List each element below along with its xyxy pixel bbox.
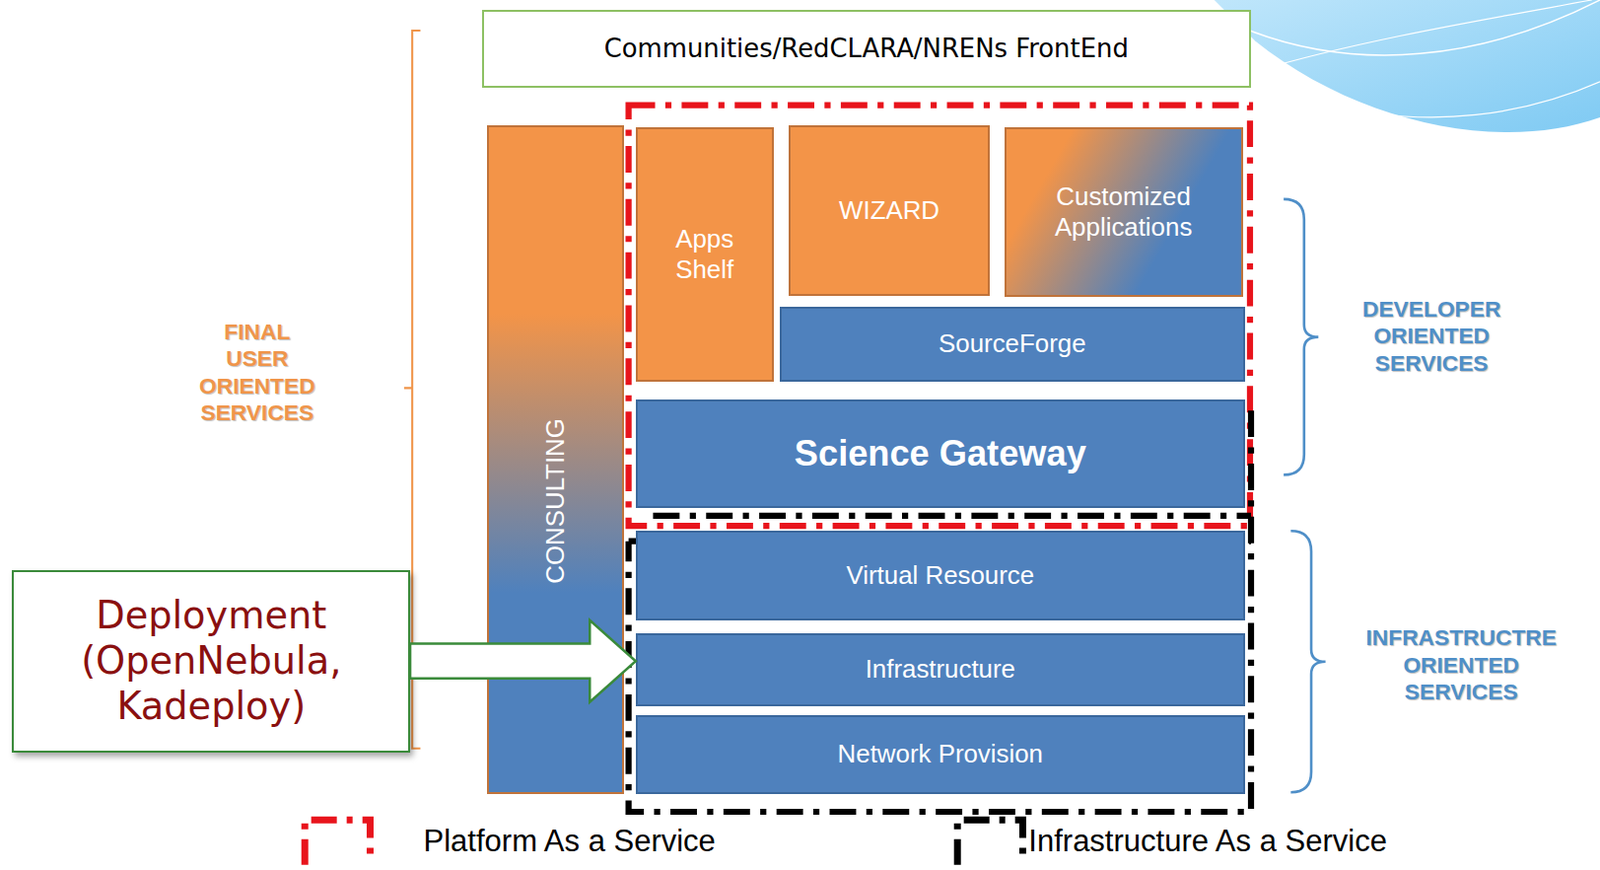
box-label: SourceForge	[938, 328, 1087, 359]
legend-text: Platform As a Service	[423, 822, 716, 859]
legend-text: Infrastructure As a Service	[1028, 822, 1388, 859]
background-swoosh	[1214, 0, 1600, 133]
consulting-bar: CONSULTING	[486, 125, 626, 794]
dash-dot-sample	[304, 819, 370, 865]
vertical-label: CONSULTING	[540, 417, 571, 584]
box-label: Science Gateway	[794, 431, 1087, 475]
service-box: Customized Applications	[1004, 127, 1244, 297]
legend-item: Infrastructure As a Service	[951, 813, 1388, 869]
gateway-box: Science Gateway	[635, 399, 1246, 509]
dash-dot-sample	[957, 819, 1023, 865]
box-label: Deployment (OpenNebula, Kadeploy)	[73, 592, 349, 729]
legend-item: Platform As a Service	[298, 813, 716, 869]
layer-box: Network Provision	[635, 714, 1246, 795]
box-label: Virtual Resource	[845, 559, 1035, 591]
group-label: DEVELOPER ORIENTED SERVICES	[1362, 295, 1501, 377]
swoosh-line	[1326, 81, 1600, 118]
box-label: Communities/RedCLARA/NRENs FrontEnd	[604, 33, 1129, 65]
callout-box: Deployment (OpenNebula, Kadeploy)	[11, 569, 411, 753]
box-label: Network Provision	[837, 738, 1044, 769]
group-label: INFRASTRUCTRE ORIENTED SERVICES	[1365, 624, 1557, 705]
legend-sample	[298, 813, 377, 869]
service-box: WIZARD	[788, 125, 990, 296]
frontend-box: Communities/RedCLARA/NRENs FrontEnd	[482, 9, 1252, 88]
brace	[1290, 530, 1325, 792]
service-box: SourceForge	[779, 306, 1246, 383]
service-box: Apps Shelf	[635, 127, 774, 382]
group-label: FINAL USER ORIENTED SERVICES	[199, 318, 316, 426]
layer-box: Infrastructure	[635, 632, 1246, 707]
block-arrow	[410, 620, 636, 702]
legend-sample	[951, 813, 1030, 869]
swoosh-line	[1254, 0, 1593, 71]
layer-box: Virtual Resource	[635, 530, 1246, 621]
box-label: WIZARD	[838, 195, 940, 226]
box-label: Apps Shelf	[675, 223, 734, 285]
paas-outline	[628, 105, 1251, 527]
box-label: Infrastructure	[865, 653, 1016, 685]
brace	[1283, 199, 1319, 476]
box-label: Customized Applications	[1012, 181, 1236, 243]
